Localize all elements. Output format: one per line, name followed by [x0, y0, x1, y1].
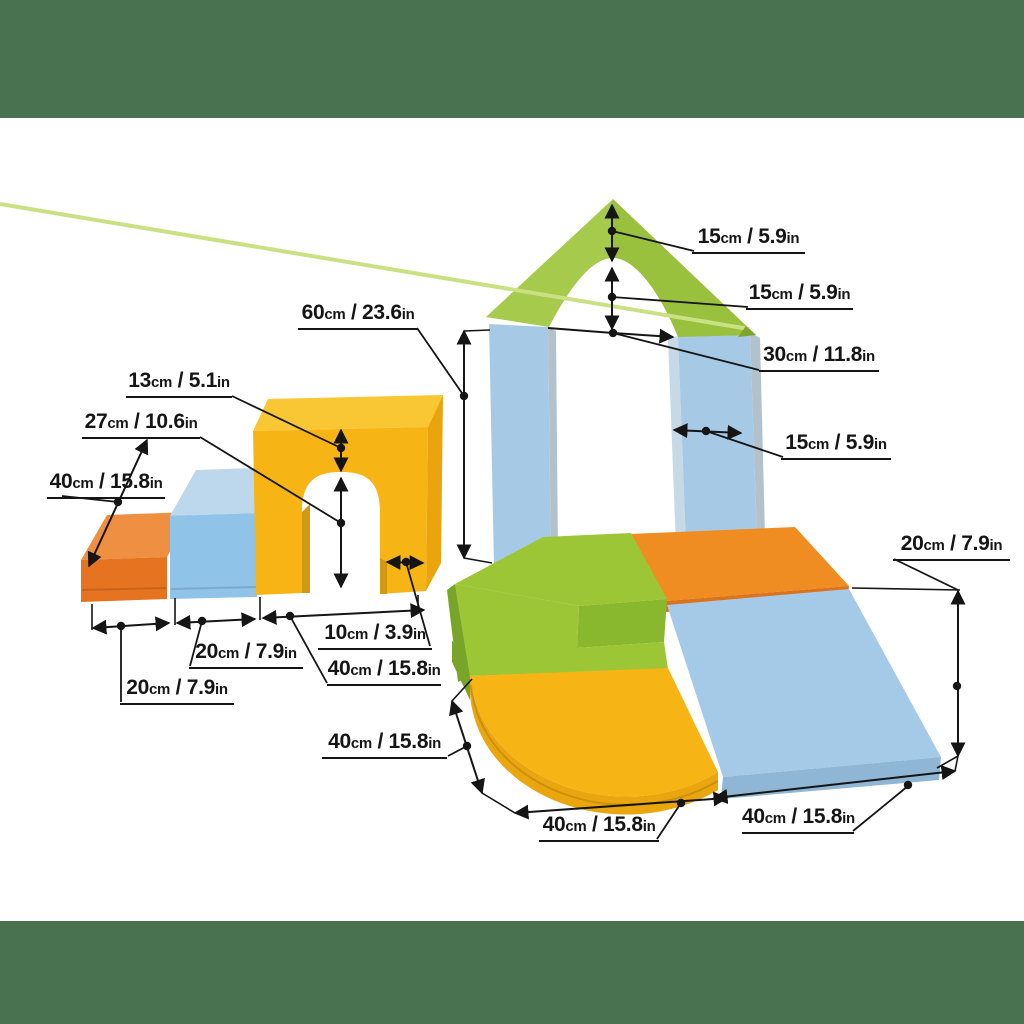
illustration-area: 60cm / 23.6in 13cm / 5.1in 27cm / 10.6in… — [0, 118, 1024, 921]
tunnel-inner-left-leg — [302, 504, 310, 593]
dimension-label-tunnel-height: 27cm / 10.6in — [82, 409, 200, 439]
dimension-label-slide-height: 20cm / 7.9in — [893, 531, 1010, 561]
roof-right-beam — [613, 199, 756, 337]
green-steps-lower-top — [455, 584, 668, 676]
roof-left-beam — [486, 199, 613, 327]
tunnel-front-face — [253, 427, 428, 595]
dimension-label-arch-rise: 15cm / 5.9in — [746, 280, 853, 310]
orange-step-seam — [81, 587, 167, 591]
dimension-label-tunnel-width: 40cm / 15.8in — [327, 656, 441, 686]
dimension-label-pillar-width: 15cm / 5.9in — [781, 430, 891, 460]
top-green-band — [0, 0, 1024, 118]
leader-lines — [61, 230, 959, 840]
dimension-label-arch-top-offset: 13cm / 5.1in — [126, 368, 232, 398]
left-pillar-side — [548, 327, 558, 561]
right-pillar-side-left — [668, 336, 686, 548]
dimension-label-mat-width: 40cm / 15.8in — [539, 812, 659, 842]
dimension-label-step2-width: 20cm / 7.9in — [189, 639, 303, 669]
right-pillar — [678, 332, 757, 545]
blue-step-front-face — [170, 513, 257, 599]
dimension-label-slide-length: 40cm / 15.8in — [742, 804, 855, 834]
dimension-diagram — [0, 199, 966, 840]
tunnel-right-side-face — [426, 395, 443, 591]
dimension-label-step-depth: 40cm / 15.8in — [47, 469, 165, 499]
roof-highlight-edge — [0, 202, 750, 331]
right-pillar-side-right — [750, 332, 765, 538]
corner-slide-set — [447, 527, 941, 815]
tunnel-inner-right-leg — [380, 558, 387, 594]
bottom-green-band — [0, 921, 1024, 1024]
green-steps-upper-top — [455, 533, 667, 606]
roof-right-tip — [738, 326, 756, 337]
left-pillar — [489, 324, 551, 566]
quarter-mat-side — [470, 676, 718, 815]
extension-ticks — [91, 329, 961, 814]
dimension-label-arch-span: 30cm / 11.8in — [759, 342, 879, 372]
green-steps-riser — [577, 599, 667, 648]
green-steps-left-side — [447, 584, 470, 682]
reference-dots — [113, 226, 962, 808]
tunnel-top-face — [253, 395, 443, 431]
dimension-label-pillar-height: 60cm / 23.6in — [298, 300, 418, 330]
dimension-label-mat-depth: 40cm / 15.8in — [322, 729, 447, 759]
orange-mat-top-face — [629, 527, 849, 601]
slide-top-face — [667, 589, 941, 777]
blue-step-seam — [170, 586, 257, 590]
quarter-mat-top — [470, 668, 718, 797]
dimension-label-leg-width: 10cm / 3.9in — [318, 620, 432, 650]
orange-step-front-face — [81, 557, 167, 602]
dimension-label-step1-width: 20cm / 7.9in — [120, 675, 234, 705]
dimension-label-roof-peak: 15cm / 5.9in — [692, 224, 805, 254]
